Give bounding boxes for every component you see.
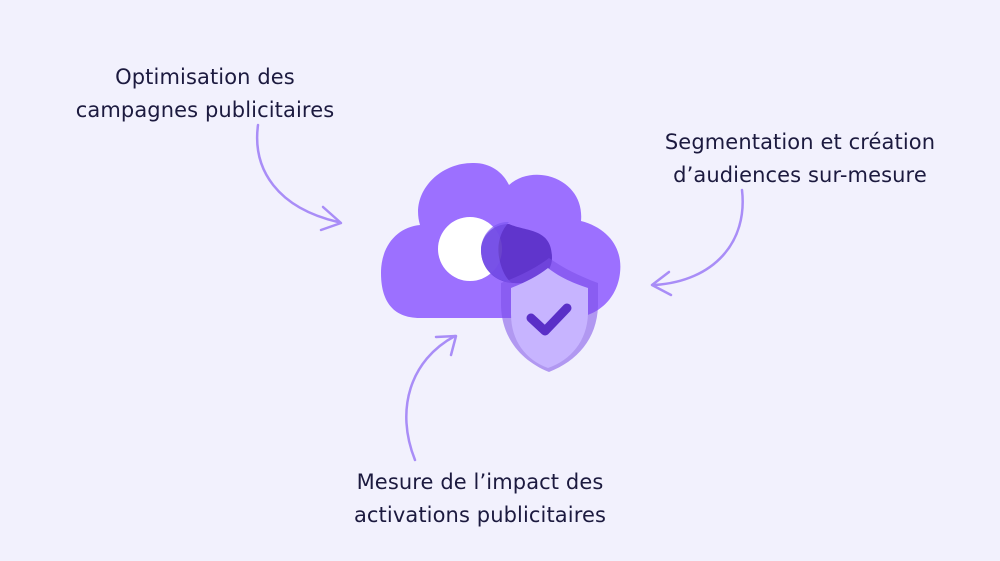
shield-shape bbox=[511, 268, 588, 368]
label-audience-segmentation: Segmentation et création d’audiences sur… bbox=[630, 126, 970, 192]
label-line: activations publicitaires bbox=[353, 503, 607, 527]
curved-arrow-icon bbox=[650, 188, 744, 297]
checkmark-icon bbox=[526, 303, 572, 336]
label-impact-measurement: Mesure de l’impact des activations publi… bbox=[320, 466, 640, 532]
curved-arrow-icon bbox=[405, 334, 458, 462]
curved-arrow-icon bbox=[255, 123, 343, 232]
label-line: campagnes publicitaires bbox=[75, 98, 335, 122]
label-line: Segmentation et création bbox=[664, 130, 936, 154]
label-line: d’audiences sur-mesure bbox=[673, 163, 927, 187]
label-line: Optimisation des bbox=[115, 65, 295, 89]
label-campaign-optimisation: Optimisation des campagnes publicitaires bbox=[40, 61, 370, 127]
shield-check-icon bbox=[501, 258, 598, 372]
label-line: Mesure de l’impact des bbox=[356, 470, 604, 494]
